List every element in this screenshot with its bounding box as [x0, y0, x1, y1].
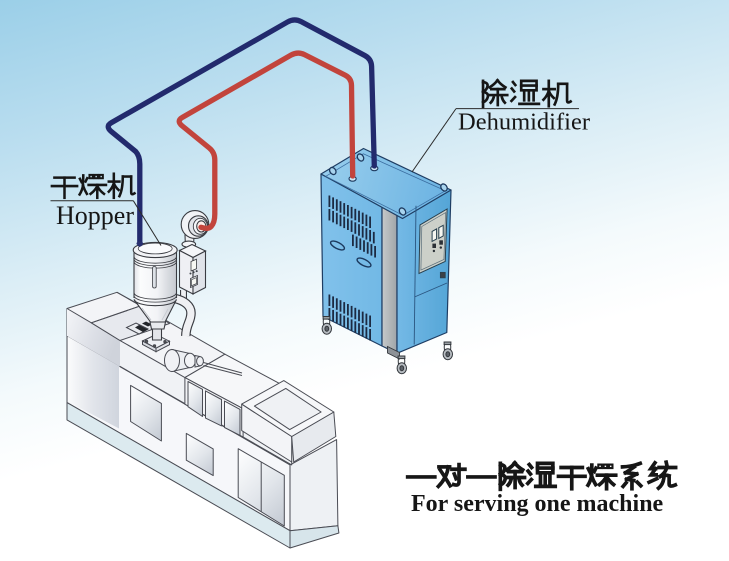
svg-text:For serving one machine: For serving one machine	[411, 491, 664, 517]
svg-text:Hopper: Hopper	[56, 201, 134, 230]
svg-text:Dehumidifier: Dehumidifier	[458, 109, 590, 136]
